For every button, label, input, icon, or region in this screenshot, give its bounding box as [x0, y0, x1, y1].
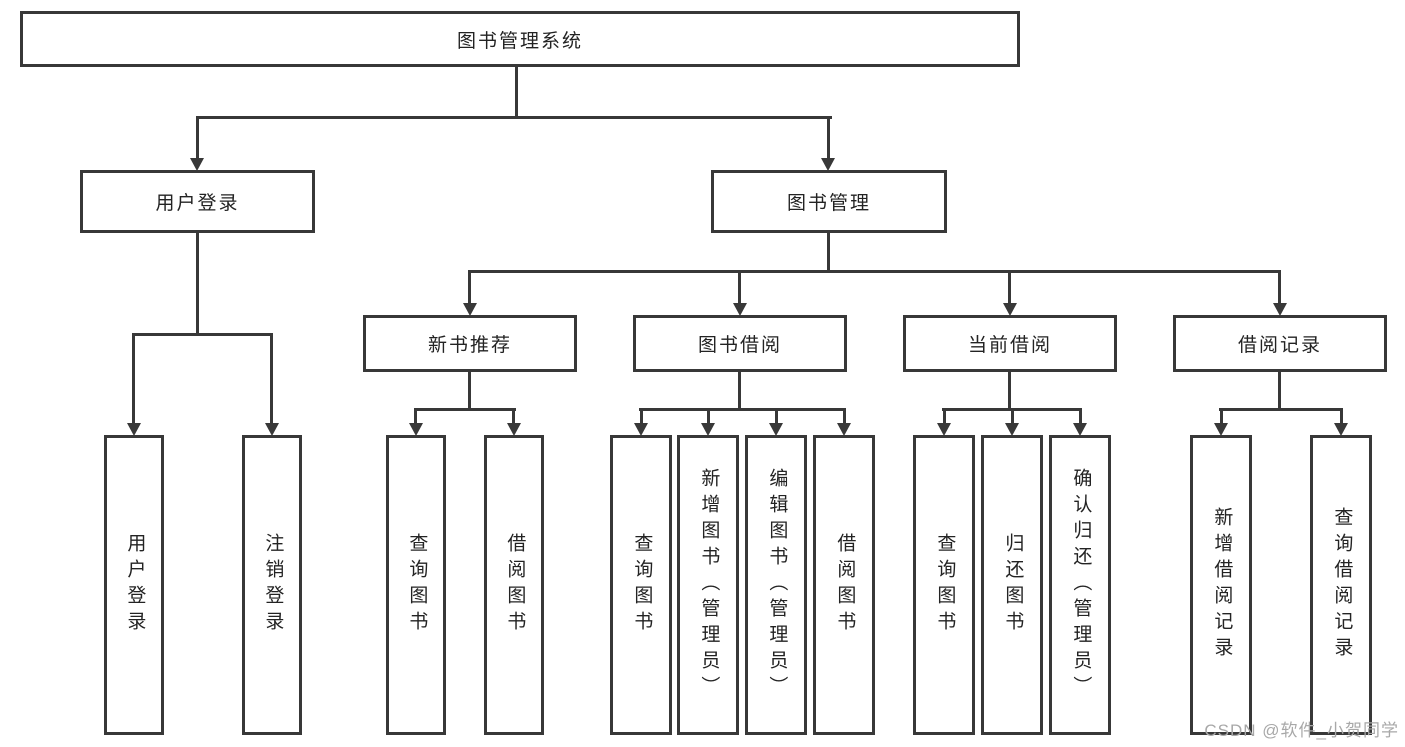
leaf-logout: 注销登录: [242, 435, 302, 735]
connector-line: [1011, 411, 1014, 423]
connector-line: [942, 408, 1082, 411]
leaf-current-return-books: 归还图书: [981, 435, 1043, 735]
csdn-watermark: CSDN @软件_小贺同学: [1204, 721, 1399, 740]
connector-arrow-icon: [265, 423, 279, 436]
node-label: 当前借阅: [967, 335, 1052, 356]
connector-line: [270, 336, 273, 423]
node-label: 图书管理: [786, 193, 871, 214]
node-label: 新书推荐: [427, 335, 512, 356]
leaf-label: 用户登录: [124, 533, 146, 637]
connector-line: [414, 411, 417, 423]
node-label: 图书借阅: [697, 335, 782, 356]
leaf-user-login: 用户登录: [104, 435, 164, 735]
connector-line: [943, 411, 946, 423]
connector-line: [738, 273, 741, 303]
connector-line: [468, 270, 1281, 273]
connector-line: [827, 233, 830, 270]
connector-line: [512, 411, 515, 423]
connector-line: [132, 333, 273, 336]
leaf-current-confirm-return-admin: 确认归还（管理员）: [1049, 435, 1111, 735]
connector-line: [640, 411, 643, 423]
connector-arrow-icon: [1003, 303, 1017, 316]
connector-arrow-icon: [1073, 423, 1087, 436]
node-book-management: 图书管理: [711, 170, 947, 233]
node-book-borrowing: 图书借阅: [633, 315, 847, 372]
node-label: 借阅记录: [1237, 335, 1322, 356]
connector-arrow-icon: [701, 423, 715, 436]
node-new-book-recommend: 新书推荐: [363, 315, 577, 372]
connector-line: [1278, 372, 1281, 408]
connector-arrow-icon: [409, 423, 423, 436]
connector-line: [775, 411, 778, 423]
leaf-records-add-record: 新增借阅记录: [1190, 435, 1252, 735]
node-current-borrowing: 当前借阅: [903, 315, 1117, 372]
leaf-label: 归还图书: [1002, 533, 1024, 637]
leaf-label: 新增借阅记录: [1211, 507, 1233, 663]
connector-arrow-icon: [507, 423, 521, 436]
leaf-label: 查询图书: [934, 533, 956, 637]
leaf-recommend-borrow-books: 借阅图书: [484, 435, 544, 735]
connector-line: [515, 67, 518, 118]
connector-arrow-icon: [821, 158, 835, 171]
connector-line: [1340, 411, 1343, 423]
node-user-login: 用户登录: [80, 170, 315, 233]
connector-line: [1079, 411, 1082, 423]
connector-line: [132, 336, 135, 423]
connector-line: [639, 408, 846, 411]
connector-line: [468, 273, 471, 303]
leaf-label: 查询图书: [406, 533, 428, 637]
leaf-borrowing-query-books: 查询图书: [610, 435, 672, 735]
connector-arrow-icon: [1214, 423, 1228, 436]
leaf-borrowing-borrow-books: 借阅图书: [813, 435, 875, 735]
node-library-management-system: 图书管理系统: [20, 11, 1020, 67]
leaf-label: 查询图书: [631, 533, 653, 637]
connector-line: [196, 119, 199, 158]
connector-line: [1008, 372, 1011, 408]
node-label: 图书管理系统: [456, 30, 583, 52]
node-borrowing-records: 借阅记录: [1173, 315, 1387, 372]
connector-arrow-icon: [463, 303, 477, 316]
leaf-label: 确认归还（管理员）: [1070, 468, 1092, 702]
connector-line: [843, 411, 846, 423]
connector-arrow-icon: [837, 423, 851, 436]
connector-line: [827, 119, 830, 158]
connector-arrow-icon: [769, 423, 783, 436]
leaf-label: 借阅图书: [504, 533, 526, 637]
connector-line: [1278, 273, 1281, 303]
leaf-current-query-books: 查询图书: [913, 435, 975, 735]
connector-line: [738, 372, 741, 408]
connector-arrow-icon: [634, 423, 648, 436]
leaf-label: 编辑图书（管理员）: [766, 468, 788, 702]
connector-line: [414, 408, 516, 411]
leaf-label: 查询借阅记录: [1331, 507, 1353, 663]
connector-arrow-icon: [1334, 423, 1348, 436]
node-label: 用户登录: [155, 193, 240, 214]
leaf-recommend-query-books: 查询图书: [386, 435, 446, 735]
leaf-label: 新增图书（管理员）: [698, 468, 720, 702]
connector-line: [707, 411, 710, 423]
leaf-borrowing-edit-books-admin: 编辑图书（管理员）: [745, 435, 807, 735]
connector-line: [1219, 408, 1343, 411]
connector-arrow-icon: [127, 423, 141, 436]
leaf-label: 借阅图书: [834, 533, 856, 637]
connector-line: [196, 233, 199, 333]
leaf-borrowing-add-books-admin: 新增图书（管理员）: [677, 435, 739, 735]
connector-arrow-icon: [190, 158, 204, 171]
connector-arrow-icon: [1005, 423, 1019, 436]
connector-line: [196, 116, 832, 119]
connector-line: [1220, 411, 1223, 423]
leaf-label: 注销登录: [262, 533, 284, 637]
connector-arrow-icon: [733, 303, 747, 316]
connector-line: [1008, 273, 1011, 303]
connector-arrow-icon: [937, 423, 951, 436]
connector-arrow-icon: [1273, 303, 1287, 316]
leaf-records-query-record: 查询借阅记录: [1310, 435, 1372, 735]
connector-line: [468, 372, 471, 408]
